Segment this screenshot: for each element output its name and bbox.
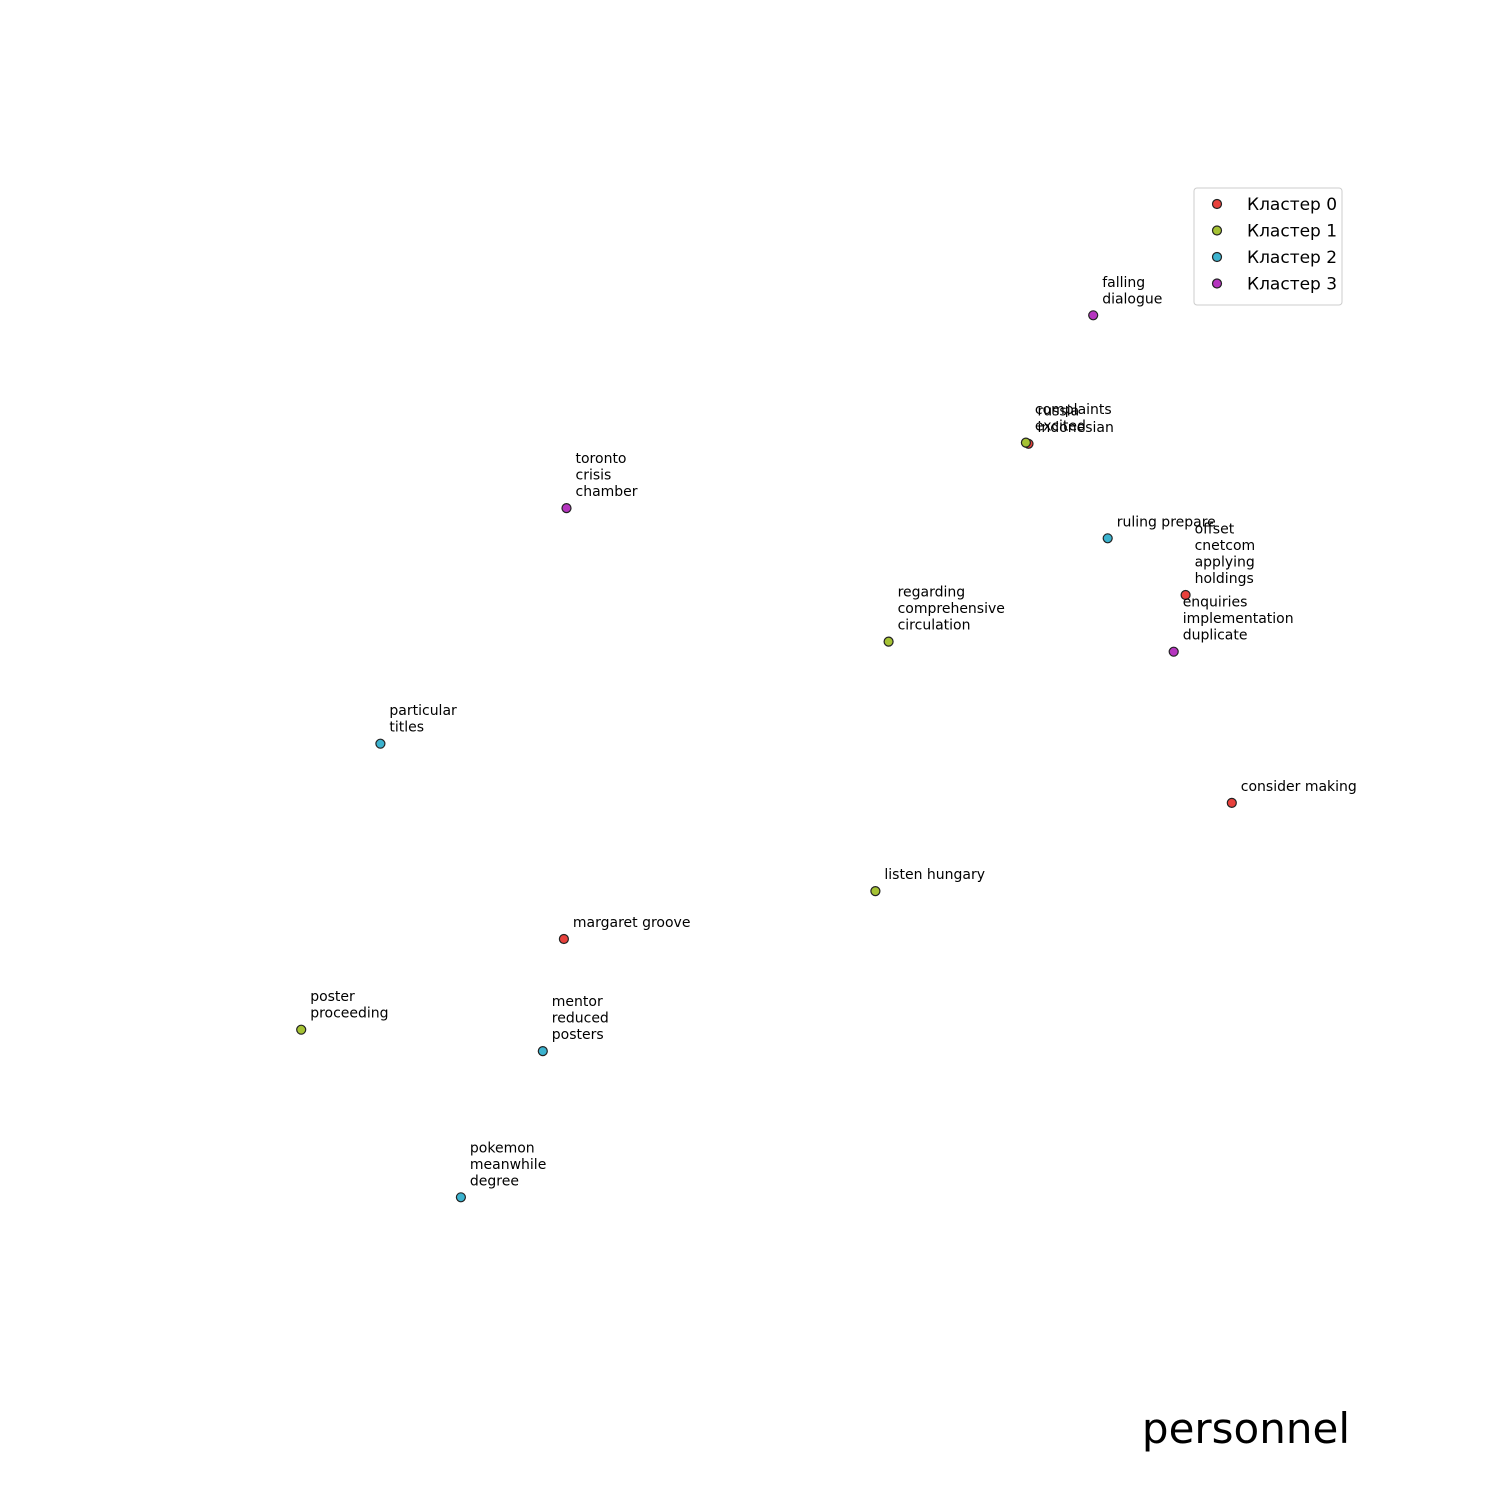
legend-label-cluster-0: Кластер 0 (1247, 195, 1337, 215)
data-point-cluster-2-1 (375, 738, 386, 749)
data-point-cluster-1-1 (883, 636, 894, 647)
data-point-cluster-0-1 (1180, 589, 1191, 601)
data-point-cluster-1-3 (296, 1024, 307, 1035)
legend-label-cluster-3: Кластер 3 (1247, 275, 1337, 295)
legend-label-cluster-1: Кластер 1 (1247, 222, 1337, 242)
data-point-cluster-0-3 (558, 933, 570, 945)
legend-label-cluster-2: Кластер 2 (1247, 248, 1337, 268)
point-label-cluster-2-0: ruling prepare (1117, 514, 1216, 530)
data-point-cluster-1-0 (1020, 437, 1032, 448)
data-point-cluster-2-3 (455, 1192, 466, 1203)
data-point-cluster-2-2 (537, 1045, 548, 1057)
point-label-cluster-0-2: consider making (1241, 779, 1357, 795)
data-point-cluster-2-0 (1102, 533, 1113, 544)
data-point-cluster-3-2 (1168, 646, 1179, 657)
data-point-cluster-1-2 (870, 885, 881, 897)
legend: Кластер 0 Кластер 1 Кластер 2 Кластер 3 (1193, 187, 1343, 306)
chart-annotation: personnel (1142, 1404, 1350, 1453)
points-layer (296, 310, 1237, 1203)
legend-marker-cluster-3 (1211, 278, 1223, 289)
legend-marker-cluster-2 (1211, 251, 1223, 263)
point-label-cluster-1-2: listen hungary (884, 867, 985, 883)
legend-frame (1193, 187, 1343, 306)
data-point-cluster-0-2 (1226, 797, 1237, 809)
legend-marker-cluster-0 (1211, 198, 1223, 210)
data-point-cluster-3-1 (561, 503, 572, 514)
data-point-cluster-3-0 (1088, 310, 1099, 321)
legend-marker-cluster-1 (1211, 225, 1223, 236)
point-label-cluster-0-3: margaret groove (573, 915, 691, 931)
